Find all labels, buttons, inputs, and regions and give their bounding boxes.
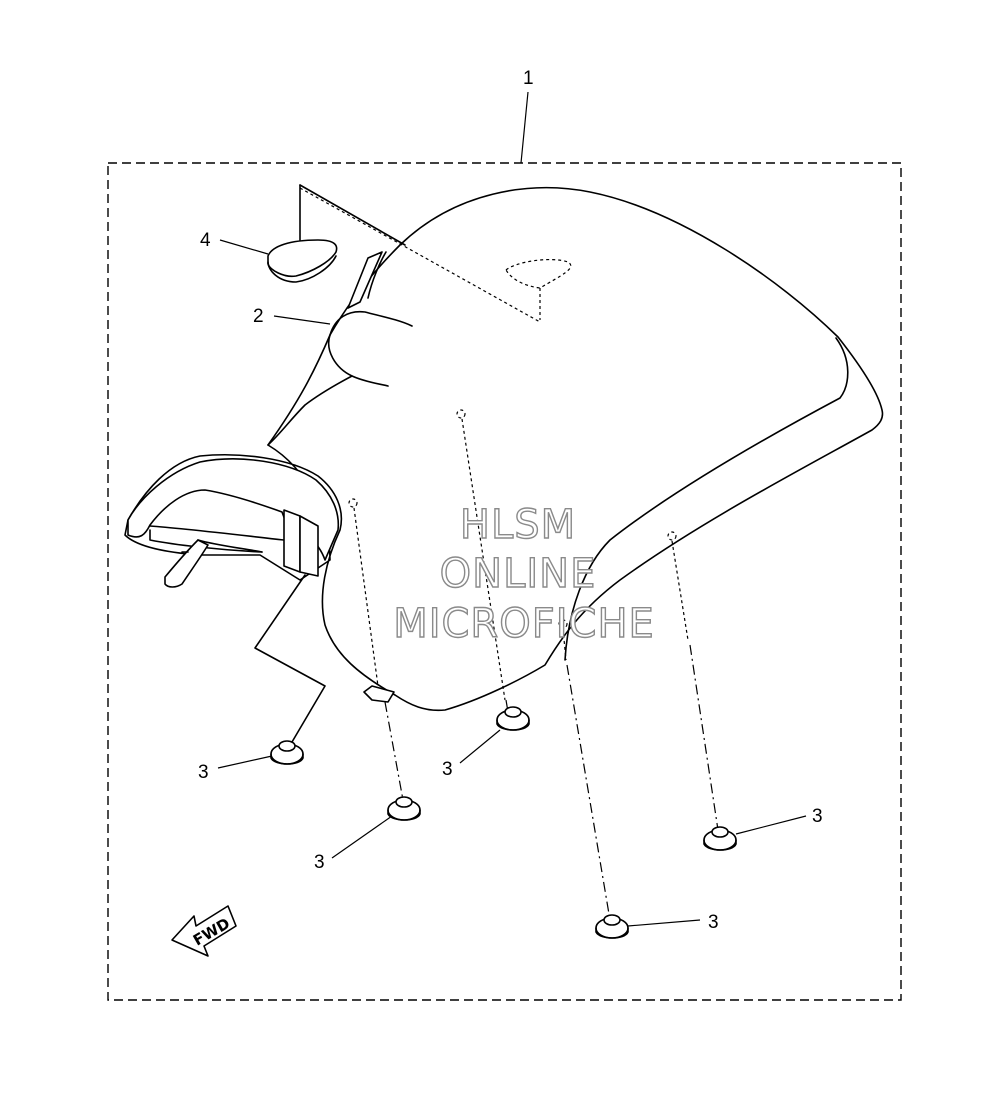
damper-part-3e: [595, 914, 629, 939]
callout-2: 2: [253, 306, 264, 327]
leader-line-3b: [459, 729, 501, 764]
callout-4: 4: [200, 230, 211, 251]
leader-line-3e: [627, 919, 701, 927]
assembly-boundary-box: [107, 162, 902, 1001]
damper-part-3d: [703, 826, 737, 851]
seat-body: [124, 187, 884, 712]
callout-3b: 3: [442, 759, 453, 780]
callout-3e: 3: [708, 912, 719, 933]
seat-pad-part-4: [267, 184, 406, 283]
damper-mounting-lines: [254, 409, 719, 921]
callout-3c: 3: [314, 852, 325, 873]
damper-part-3c: [387, 796, 421, 821]
callout-3d: 3: [812, 806, 823, 827]
damper-part-3a: [270, 740, 304, 765]
leader-line-1: [520, 91, 529, 164]
svg-text:MICROFICHE: MICROFICHE: [393, 601, 655, 647]
callout-1: 1: [523, 68, 534, 89]
leader-line-3a: [217, 755, 273, 769]
callout-3a: 3: [198, 762, 209, 783]
leader-line-2: [273, 315, 331, 325]
forward-direction-arrow-icon: FWD: [171, 905, 237, 957]
svg-text:ONLINE: ONLINE: [440, 551, 597, 597]
svg-text:HLSM: HLSM: [460, 502, 576, 548]
damper-part-3b: [496, 706, 530, 731]
watermark: HLSM ONLINE MICROFICHE: [392, 501, 655, 647]
leader-line-4: [219, 239, 269, 255]
leader-line-3d: [735, 815, 807, 835]
leader-line-3c: [331, 815, 393, 859]
